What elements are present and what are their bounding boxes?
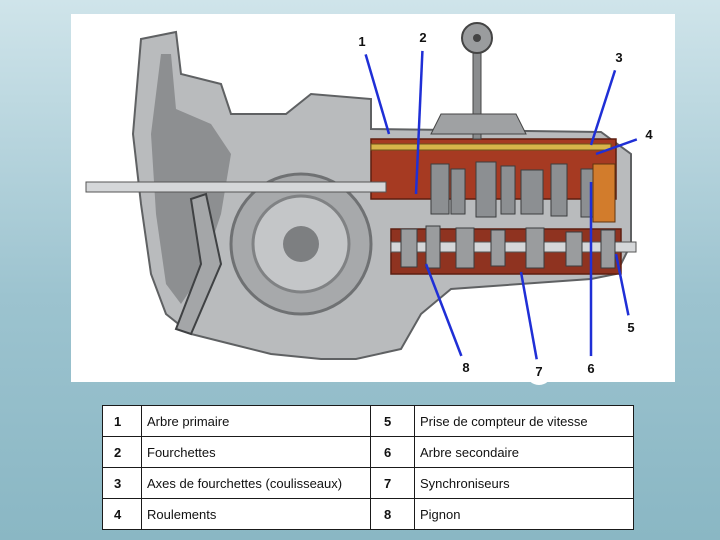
lever-base	[430, 113, 527, 135]
leader-line-3	[589, 57, 621, 146]
legend-label: Roulements	[141, 498, 371, 530]
primary-shaft	[85, 181, 387, 193]
gear-lever-knob-center	[473, 34, 481, 42]
legend-number: 5	[370, 405, 415, 437]
end-bearing	[592, 163, 616, 223]
legend-label: Synchroniseurs	[414, 467, 634, 499]
clutch-hub	[283, 226, 319, 262]
legend-number: 6	[370, 436, 415, 468]
legend-label: Axes de fourchettes (coulisseaux)	[141, 467, 371, 499]
legend-number: 3	[102, 467, 142, 499]
leader-line-7	[519, 271, 541, 373]
gearbox-drawing	[85, 22, 637, 360]
clutch-fork	[174, 192, 223, 336]
legend-label: Arbre secondaire	[414, 436, 634, 468]
leader-line-8	[424, 263, 468, 369]
callout-8: 8	[453, 355, 479, 381]
callout-6: 6	[578, 356, 604, 382]
legend-label: Arbre primaire	[141, 405, 371, 437]
leader-line-1	[360, 41, 391, 135]
selector-rod	[370, 143, 612, 151]
callout-7: 7	[526, 359, 552, 385]
callout-2: 2	[410, 25, 436, 51]
legend-label: Prise de compteur de vitesse	[414, 405, 634, 437]
leader-lines	[360, 37, 650, 373]
callout-4: 4	[636, 122, 662, 148]
legend-number: 8	[370, 498, 415, 530]
legend-number: 7	[370, 467, 415, 499]
callout-5: 5	[618, 315, 644, 341]
lay-shaft	[390, 241, 637, 253]
legend-number: 2	[102, 436, 142, 468]
legend-number: 4	[102, 498, 142, 530]
legend-label: Pignon	[414, 498, 634, 530]
callout-1: 1	[349, 29, 375, 55]
callout-3: 3	[606, 45, 632, 71]
lower-gears	[400, 225, 616, 269]
legend-number: 1	[102, 405, 142, 437]
leader-line-2	[414, 37, 425, 195]
legend-label: Fourchettes	[141, 436, 371, 468]
